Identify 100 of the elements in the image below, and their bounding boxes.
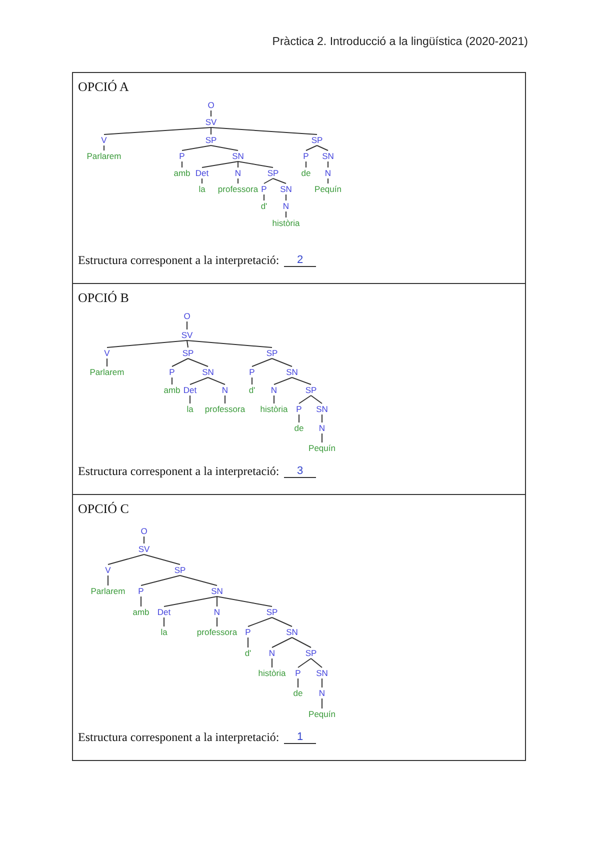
tree-branch — [144, 554, 180, 565]
category-label: O — [208, 100, 214, 110]
category-label: V — [101, 135, 107, 145]
word-label: d' — [244, 648, 252, 658]
tree-branch — [140, 575, 180, 586]
tree-branch — [272, 617, 292, 627]
tree-branch — [104, 127, 212, 135]
tree-branch — [224, 395, 226, 404]
word-label: de — [301, 168, 311, 178]
tree-branch — [186, 340, 188, 348]
category-label: SN — [280, 184, 292, 194]
category-label: SV — [138, 544, 150, 554]
tree-branch — [272, 178, 286, 184]
category-label: SP — [205, 135, 217, 145]
tree-branch — [216, 596, 272, 607]
word-label: professora — [196, 627, 238, 637]
category-label: N — [270, 385, 278, 395]
word-label: professora — [218, 184, 258, 194]
tree-branch — [216, 617, 218, 627]
word-label: història — [258, 668, 286, 678]
category-label: SP — [305, 385, 317, 395]
word-label: amb — [174, 168, 190, 178]
category-label: SN — [211, 586, 223, 596]
category-label: N — [268, 648, 276, 658]
category-label: P — [261, 184, 267, 194]
tree-branch — [272, 358, 292, 367]
category-label: N — [222, 385, 228, 395]
page-header: Pràctica 2. Introducció a la lingüística (2020-2021) — [272, 36, 528, 48]
category-label: N — [324, 168, 332, 178]
answer-field: 3 — [284, 465, 316, 478]
category-label: SP — [305, 648, 317, 658]
answer-prompt: Estructura corresponent a la interpretació: — [78, 464, 280, 479]
category-label: N — [282, 201, 290, 211]
tree-branch — [272, 637, 292, 648]
category-label: O — [140, 526, 148, 536]
tree-branch — [210, 127, 212, 135]
category-label: O — [184, 311, 190, 321]
word-label: amb — [164, 385, 180, 395]
category-label: Det — [183, 385, 197, 395]
category-label: SP — [266, 607, 278, 617]
category-label: SN — [316, 668, 328, 678]
category-label: SV — [181, 330, 193, 340]
category-label: SN — [286, 627, 298, 637]
category-label: SV — [205, 117, 217, 127]
category-label: P — [179, 151, 185, 161]
category-label: P — [303, 151, 309, 161]
word-label: Pequín — [308, 709, 336, 719]
tree-branch — [190, 377, 208, 385]
tree-branch — [208, 377, 226, 385]
category-label: SN — [316, 404, 328, 414]
option-heading: OPCIÓ B — [78, 290, 129, 306]
tree-branch — [188, 358, 208, 367]
category-label: Det — [157, 607, 171, 617]
category-label: SP — [267, 168, 279, 178]
tree-branch — [238, 161, 274, 168]
tree-branch — [216, 596, 218, 607]
word-label: de — [294, 423, 304, 433]
category-label: N — [234, 168, 242, 178]
tree-branch — [292, 637, 312, 648]
option-panel — [72, 283, 526, 495]
tree-branch — [106, 340, 188, 348]
category-label: SN — [286, 367, 298, 377]
answer-field: 1 — [284, 731, 316, 744]
category-label: SN — [322, 151, 334, 161]
tree-branch — [106, 358, 108, 367]
tree-branch — [210, 110, 212, 117]
word-label: de — [293, 688, 303, 698]
word-label: Parlarem — [90, 367, 124, 377]
category-label: SP — [311, 135, 323, 145]
category-label: P — [296, 404, 302, 414]
tree-branch — [186, 340, 272, 348]
tree-branch — [264, 178, 274, 184]
word-label: Pequín — [308, 443, 336, 453]
tree-branch — [180, 575, 218, 586]
tree-branch — [298, 395, 312, 404]
category-label: P — [249, 367, 255, 377]
tree-branch — [274, 377, 292, 385]
tree-branch — [210, 145, 238, 151]
category-label: N — [214, 607, 220, 617]
word-label: història — [272, 218, 300, 228]
tree-branch — [248, 617, 272, 627]
tree-branch — [306, 145, 318, 151]
category-label: SN — [202, 367, 214, 377]
option-heading: OPCIÓ C — [78, 501, 129, 517]
word-label: la — [186, 404, 194, 414]
word-label: Parlarem — [90, 586, 126, 596]
option-panel — [72, 72, 526, 284]
category-label: Det — [195, 168, 209, 178]
tree-branch — [298, 658, 312, 668]
tree-branch — [172, 358, 188, 367]
category-label: V — [104, 348, 110, 358]
tree-branch — [164, 596, 218, 607]
category-label: SN — [232, 151, 244, 161]
tree-branch — [298, 414, 300, 423]
tree-branch — [310, 395, 322, 404]
tree-branch — [310, 658, 322, 668]
tree-branch — [316, 145, 328, 151]
category-label: N — [318, 423, 326, 433]
category-label: N — [318, 688, 326, 698]
tree-branch — [140, 596, 142, 607]
